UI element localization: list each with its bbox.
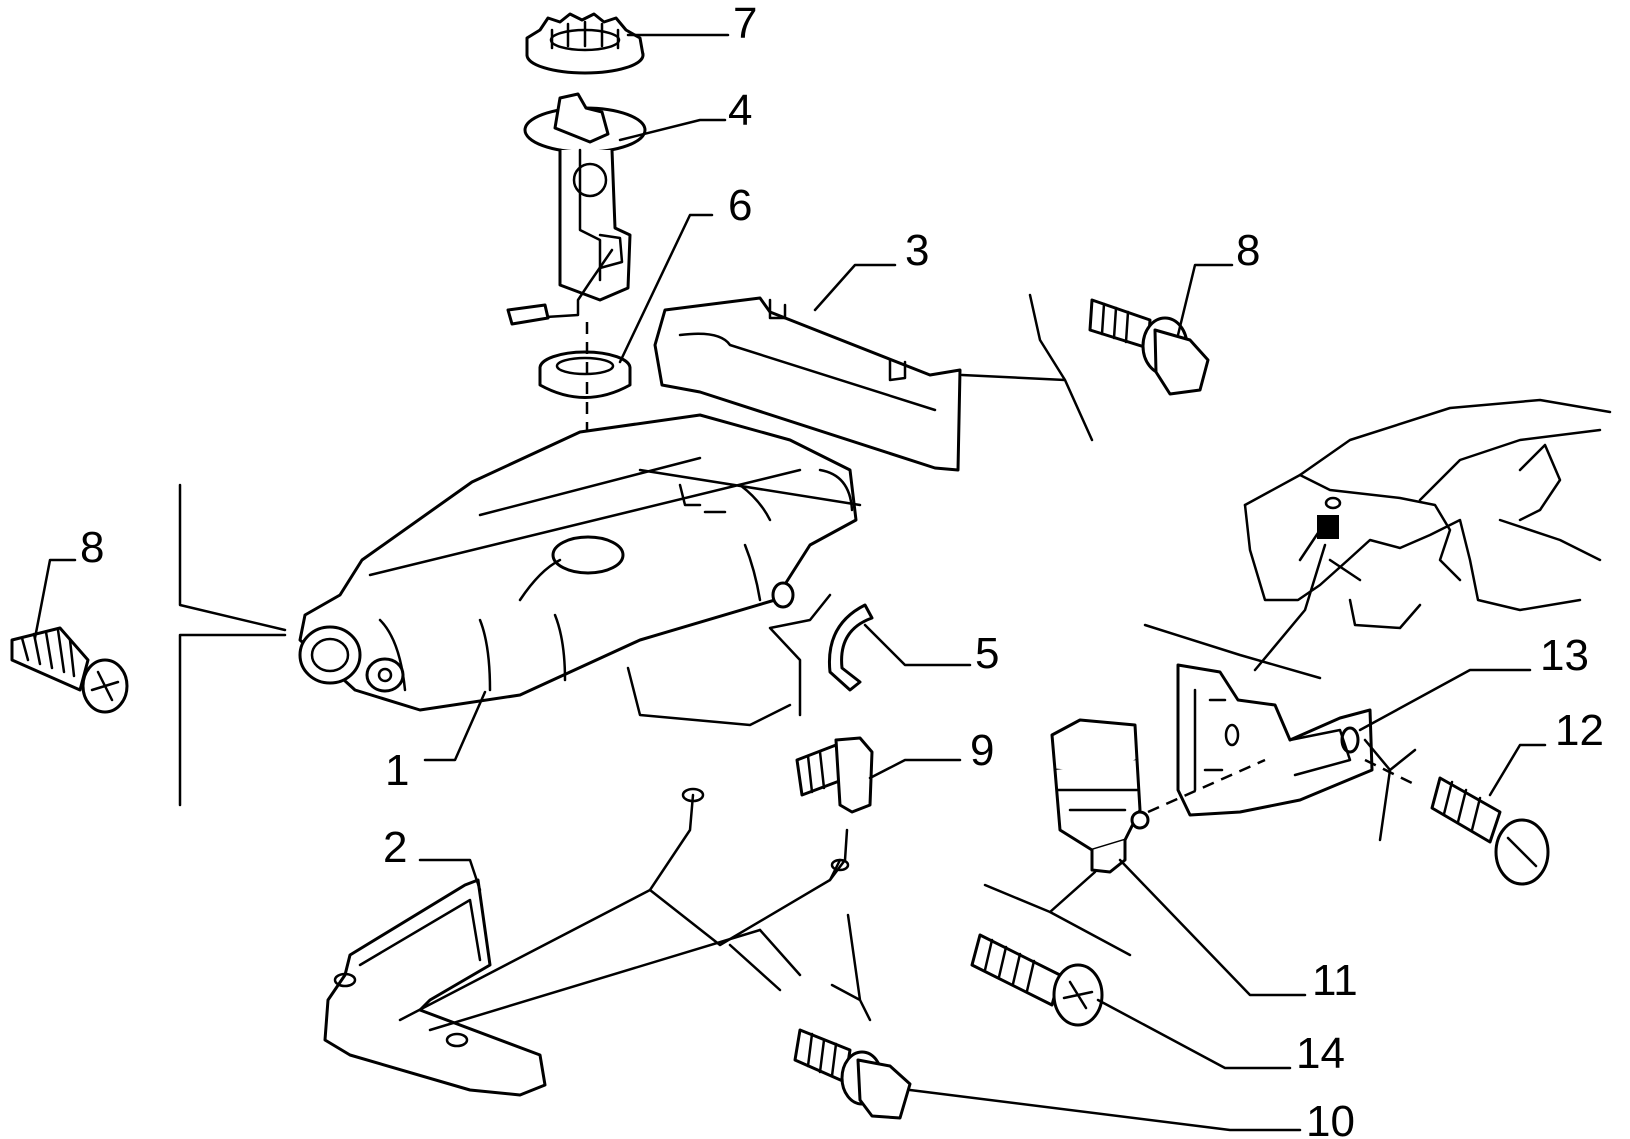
callout-labels: 7 4 6 3 8 8 5 13 12 9 1 2 11 14 10 bbox=[80, 0, 1604, 1139]
flange-bolt-lower-part bbox=[793, 1028, 912, 1120]
left-screw-bracket-line bbox=[178, 483, 287, 807]
lock-ring-part bbox=[525, 12, 645, 75]
switch-location-marker bbox=[1317, 515, 1339, 539]
flange-bolt-upper-part bbox=[1088, 298, 1210, 396]
screw-assembly-axis bbox=[1364, 758, 1419, 788]
callout-8-left: 8 bbox=[80, 523, 104, 572]
leader-8-left bbox=[33, 558, 77, 640]
tank-bracket-line bbox=[626, 666, 792, 727]
callout-12: 12 bbox=[1555, 706, 1604, 755]
tank-cradle-part bbox=[323, 787, 850, 1097]
leader-5 bbox=[863, 623, 972, 667]
inertia-switch-part bbox=[1050, 718, 1150, 874]
leader-9 bbox=[868, 758, 962, 780]
callout-leaders bbox=[33, 33, 1547, 1132]
callout-3: 3 bbox=[905, 226, 929, 275]
callout-8-right: 8 bbox=[1236, 226, 1260, 275]
heat-shield-part bbox=[653, 296, 962, 472]
switch-assembly-axis bbox=[1147, 758, 1266, 814]
fuel-pump-unit-part bbox=[506, 92, 647, 326]
callout-11: 11 bbox=[1312, 956, 1358, 1005]
callout-10: 10 bbox=[1306, 1097, 1355, 1139]
cradle-bracket-line bbox=[830, 913, 872, 1022]
leader-12 bbox=[1488, 743, 1547, 797]
bracket-right-line bbox=[1363, 738, 1417, 842]
callout-6: 6 bbox=[728, 181, 752, 230]
callout-1: 1 bbox=[385, 746, 409, 795]
slotted-screw-part bbox=[1430, 776, 1550, 886]
clip-part bbox=[827, 603, 874, 692]
leader-3 bbox=[813, 263, 897, 312]
self-tapping-screw-part bbox=[10, 626, 129, 714]
leader-10 bbox=[908, 1088, 1302, 1132]
switch-bracket-line bbox=[983, 870, 1132, 957]
callout-5: 5 bbox=[975, 629, 999, 678]
leader-11 bbox=[1118, 858, 1307, 997]
leader-1 bbox=[423, 690, 487, 762]
seal-ring-part bbox=[538, 350, 632, 399]
callout-9: 9 bbox=[970, 726, 994, 775]
callout-7: 7 bbox=[733, 0, 757, 48]
leader-8-right bbox=[1176, 263, 1234, 337]
leader-4 bbox=[618, 118, 727, 142]
leader-13 bbox=[1358, 668, 1532, 732]
crosshead-screw-part bbox=[970, 933, 1104, 1027]
vehicle-location-view bbox=[1243, 398, 1612, 630]
callout-4: 4 bbox=[728, 86, 752, 135]
callout-2: 2 bbox=[383, 823, 407, 872]
leader-14 bbox=[1096, 998, 1292, 1070]
mounting-bracket-part bbox=[1176, 663, 1374, 817]
bolt-part bbox=[795, 736, 874, 814]
leader-6 bbox=[618, 213, 714, 364]
vehicle-bracket-line bbox=[1143, 543, 1327, 680]
clip-bracket-line bbox=[768, 593, 832, 717]
fuel-tank-part bbox=[298, 413, 862, 712]
callout-13: 13 bbox=[1540, 631, 1589, 680]
leader-2 bbox=[418, 858, 482, 892]
callout-14: 14 bbox=[1296, 1029, 1345, 1078]
shield-bracket-line bbox=[960, 293, 1094, 442]
